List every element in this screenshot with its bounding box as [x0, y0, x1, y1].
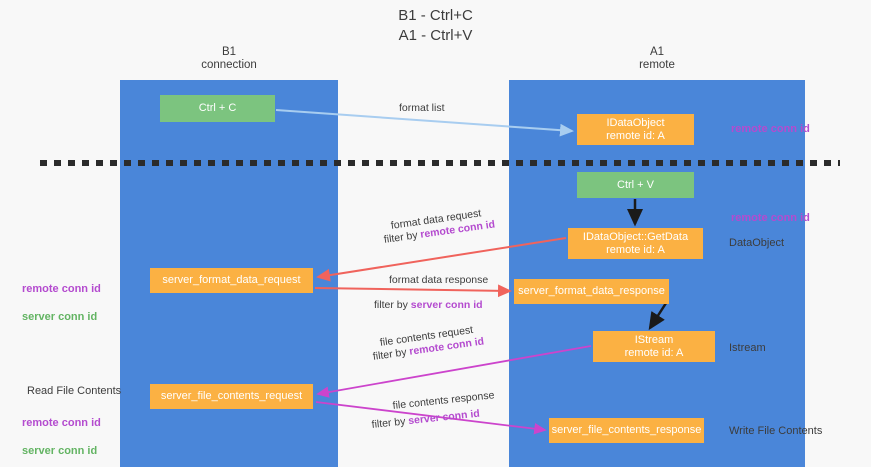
node-server-format-data-response[interactable]: server_format_data_response: [514, 279, 669, 304]
filter-prefix: filter by: [374, 299, 411, 311]
node-ctrl-c[interactable]: Ctrl + C: [160, 95, 275, 122]
node-ctrl-v[interactable]: Ctrl + V: [577, 172, 694, 198]
label-remote-conn-id-top: remote conn id: [731, 123, 810, 135]
label-left-conn-ids-top: remote conn id server conn id: [22, 268, 101, 324]
edge-label-format-data-response: format data response: [389, 274, 489, 286]
node-istream[interactable]: IStream remote id: A: [593, 331, 715, 362]
node-idataobject[interactable]: IDataObject remote id: A: [577, 114, 694, 145]
node-server-format-data-request[interactable]: server_format_data_request: [150, 268, 313, 293]
node-server-file-contents-response[interactable]: server_file_contents_response: [549, 418, 704, 443]
label-left-conn-ids-bottom: remote conn id server conn id: [22, 402, 101, 458]
label-remote-conn-id-left-top: remote conn id: [22, 283, 101, 295]
label-server-conn-id-left-top: server conn id: [22, 311, 98, 323]
filter-key-server-conn-id: server conn id: [410, 299, 483, 311]
filter-prefix: filter by: [372, 345, 411, 363]
label-read-file-contents: Read File Contents: [27, 385, 122, 397]
label-write-file-contents: Write File Contents: [729, 425, 823, 437]
node-server-file-contents-request[interactable]: server_file_contents_request: [150, 384, 313, 409]
label-istream: Istream: [729, 342, 766, 354]
edge-label-format-data-response-filter: filter by server conn id: [374, 298, 483, 312]
label-remote-conn-id-mid: remote conn id: [731, 212, 810, 224]
filter-key-server-conn-id: server conn id: [407, 407, 481, 428]
label-dataobject: DataObject: [729, 237, 785, 249]
label-server-conn-id-left-bottom: server conn id: [22, 445, 98, 457]
edge-label-format-list: format list: [399, 102, 445, 114]
edge-label-file-contents-response-filter: filter by server conn id: [371, 407, 480, 432]
filter-prefix: filter by: [371, 415, 409, 431]
label-remote-conn-id-left-bottom: remote conn id: [22, 417, 101, 429]
node-idataobject-getdata[interactable]: IDataObject::GetData remote id: A: [568, 228, 703, 259]
edge-label-file-contents-response: file contents response: [392, 389, 495, 412]
filter-prefix: filter by: [383, 228, 422, 246]
column-header-a1: A1 remote: [639, 46, 675, 71]
diagram-title: B1 - Ctrl+C A1 - Ctrl+V: [398, 7, 473, 44]
edge-format-data-response: [314, 284, 512, 298]
column-header-b1: B1 connection: [201, 46, 257, 71]
